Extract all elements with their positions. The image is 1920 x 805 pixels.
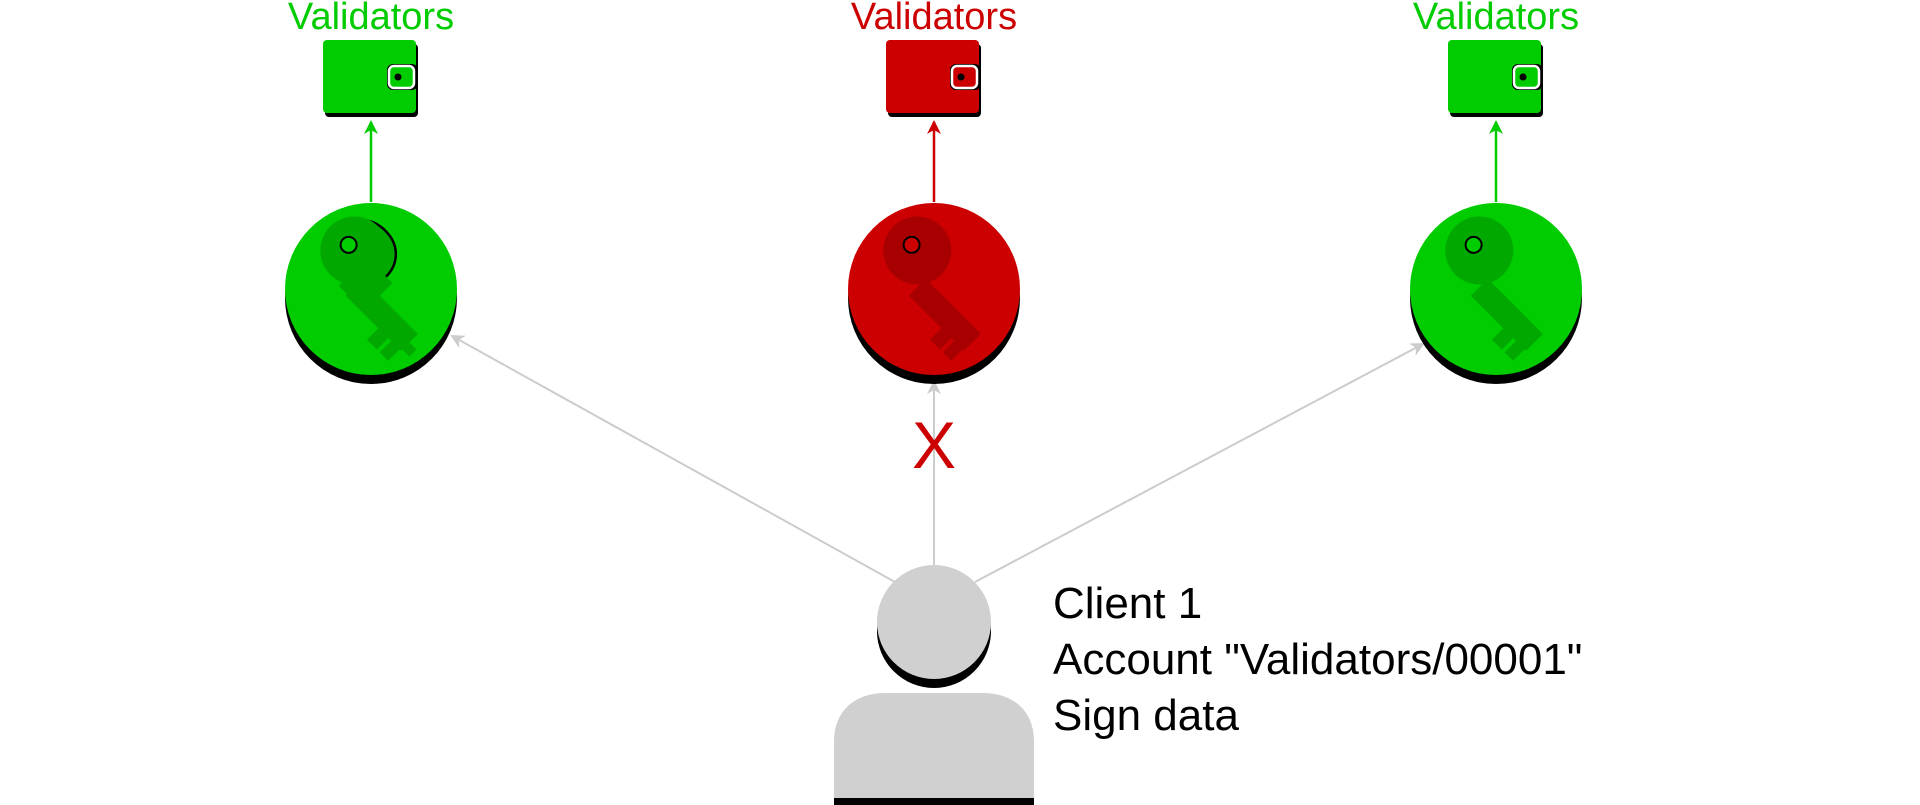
connector-to-validator-3: [974, 343, 1425, 583]
key-icon: [1410, 203, 1582, 384]
wallet-icon: [323, 40, 418, 117]
user-icon: [834, 565, 1034, 805]
validator-column-3: Validators: [1410, 0, 1582, 384]
failure-mark: X: [912, 408, 956, 482]
client-account: Account "Validators/00001": [1053, 635, 1582, 684]
client-description: Client 1 Account "Validators/00001" Sign…: [1053, 579, 1582, 740]
key-icon: [285, 203, 457, 384]
wallet-icon: [1448, 40, 1543, 117]
validator-label: Validators: [288, 0, 454, 38]
validator-column-2: Validators: [848, 0, 1020, 384]
client-connectors: [450, 335, 1425, 583]
validator-label: Validators: [1413, 0, 1579, 38]
client-action: Sign data: [1053, 691, 1239, 740]
connector-to-validator-1: [450, 335, 896, 583]
key-icon: [848, 203, 1020, 384]
validator-column-1: Validators: [285, 0, 457, 384]
client-name: Client 1: [1053, 579, 1202, 628]
validator-label: Validators: [851, 0, 1017, 38]
wallet-icon: [886, 40, 981, 117]
